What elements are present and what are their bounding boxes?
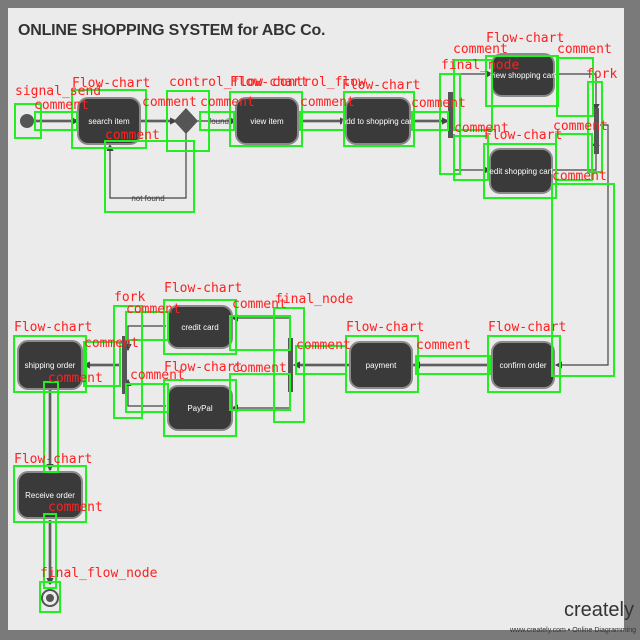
- label-fork: fork: [586, 67, 617, 82]
- label-comment: comment: [557, 42, 612, 57]
- label-flow-chart: Flow-chart: [14, 452, 92, 467]
- annotation-boxes: [13, 55, 615, 613]
- label-found: found: [209, 117, 229, 126]
- node-add-to-cart: add to shopping cart: [342, 97, 415, 145]
- svg-text:view item: view item: [250, 117, 284, 126]
- label-comment: comment: [126, 302, 181, 317]
- node-shipping-order: shipping order: [17, 340, 83, 390]
- node-credit-card: credit card: [167, 305, 233, 349]
- label-flow-chart: Flow-chart: [488, 320, 566, 335]
- node-view-item: view item: [235, 97, 299, 145]
- svg-text:search item: search item: [88, 117, 130, 126]
- label-control-flow: control_flow: [272, 75, 366, 90]
- label-comment: comment: [200, 95, 255, 110]
- edges: [34, 70, 609, 586]
- label-comment: comment: [84, 336, 139, 351]
- svg-text:edit shopping cart: edit shopping cart: [489, 167, 553, 176]
- label-flow-chart: Flow-chart: [484, 128, 562, 143]
- svg-text:PayPal: PayPal: [187, 404, 213, 413]
- label-comment: comment: [232, 361, 287, 376]
- node-receive-order: Receive order: [17, 471, 83, 519]
- decision-node: [174, 108, 198, 134]
- node-edit-cart: edit shopping cart: [489, 148, 553, 194]
- label-comment: comment: [105, 128, 160, 143]
- svg-text:add to shopping cart: add to shopping cart: [342, 117, 415, 126]
- label-comment: comment: [142, 95, 197, 110]
- svg-text:view shopping cart: view shopping cart: [490, 71, 557, 80]
- label-comment: comment: [453, 42, 508, 57]
- label-comment: comment: [416, 338, 471, 353]
- label-flow-chart: Flow-chart: [486, 31, 564, 46]
- label-signal-send: signal_send: [15, 84, 101, 99]
- final-flow-node: [41, 589, 59, 607]
- label-comment: comment: [553, 119, 608, 134]
- label-comment: comment: [454, 121, 509, 136]
- svg-text:confirm order: confirm order: [499, 361, 546, 370]
- label-flow-chart: Flow-chart: [346, 320, 424, 335]
- svg-text:payment: payment: [366, 361, 397, 370]
- label-final-node: final_node: [275, 292, 353, 307]
- svg-text:credit card: credit card: [181, 323, 218, 332]
- annotation-labels: signal_send comment Flow-chart comment c…: [14, 31, 617, 581]
- label-comment: comment: [130, 368, 185, 383]
- fork-bar-bottom: [288, 338, 293, 392]
- creately-logo: creately: [563, 599, 634, 621]
- node-paypal: PayPal: [167, 385, 233, 431]
- svg-text:Receive order: Receive order: [25, 491, 75, 500]
- label-comment: comment: [232, 297, 287, 312]
- fork-bar-top: [448, 92, 453, 138]
- label-comment: comment: [300, 95, 355, 110]
- label-comment: comment: [34, 98, 89, 113]
- label-comment: comment: [552, 169, 607, 184]
- join-bar-top: [594, 108, 599, 154]
- label-flow-chart: Flow-chart: [164, 281, 242, 296]
- creately-tagline: www.creately.com • Online Diagramming: [509, 627, 636, 634]
- node-payment: payment: [349, 341, 413, 389]
- label-comment: comment: [296, 338, 351, 353]
- label-final-flow-node: final_flow_node: [40, 566, 158, 581]
- label-flow-chart: Flow-chart: [342, 78, 420, 93]
- label-flow-chart: Flow-chart: [72, 76, 150, 91]
- label-flow-chart: Flow-chart: [14, 320, 92, 335]
- node-confirm-order: confirm order: [491, 341, 555, 389]
- initial-node: [20, 114, 34, 128]
- label-comment: comment: [411, 96, 466, 111]
- label-comment: comment: [48, 500, 103, 515]
- label-fork: fork: [114, 290, 145, 305]
- label-final-node: final_node: [441, 58, 519, 73]
- svg-text:shipping order: shipping order: [25, 361, 76, 370]
- label-flow-chart: Flow-chart: [164, 360, 242, 375]
- join-bar-bottom: [122, 336, 127, 394]
- label-not-found: not found: [131, 194, 164, 203]
- label-flow-chart: Flow-chart: [230, 75, 308, 90]
- label-control-flow: control_flow: [169, 75, 263, 90]
- label-comment: comment: [48, 371, 103, 386]
- diagram-title: ONLINE SHOPPING SYSTEM for ABC Co.: [18, 22, 326, 39]
